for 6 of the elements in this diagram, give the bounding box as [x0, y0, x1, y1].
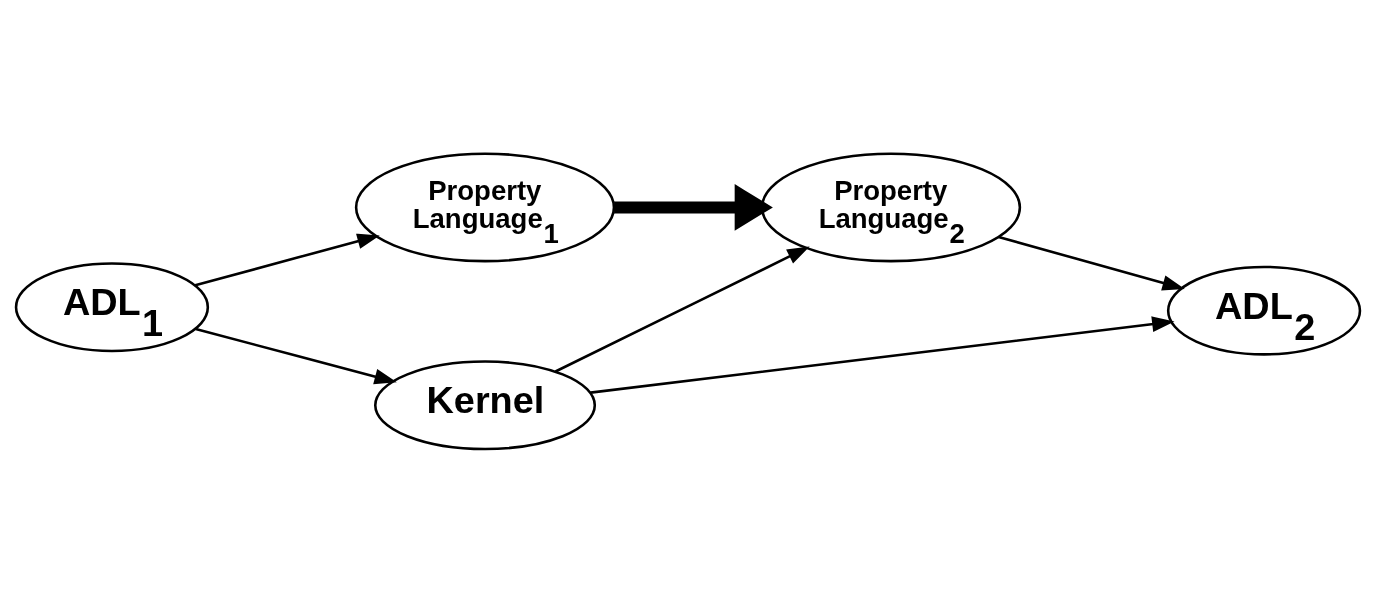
arrow — [998, 235, 1185, 291]
arrow — [614, 183, 773, 231]
arrow — [554, 246, 810, 373]
arrow — [195, 327, 397, 384]
arrow — [194, 233, 380, 286]
arrow — [590, 315, 1175, 394]
